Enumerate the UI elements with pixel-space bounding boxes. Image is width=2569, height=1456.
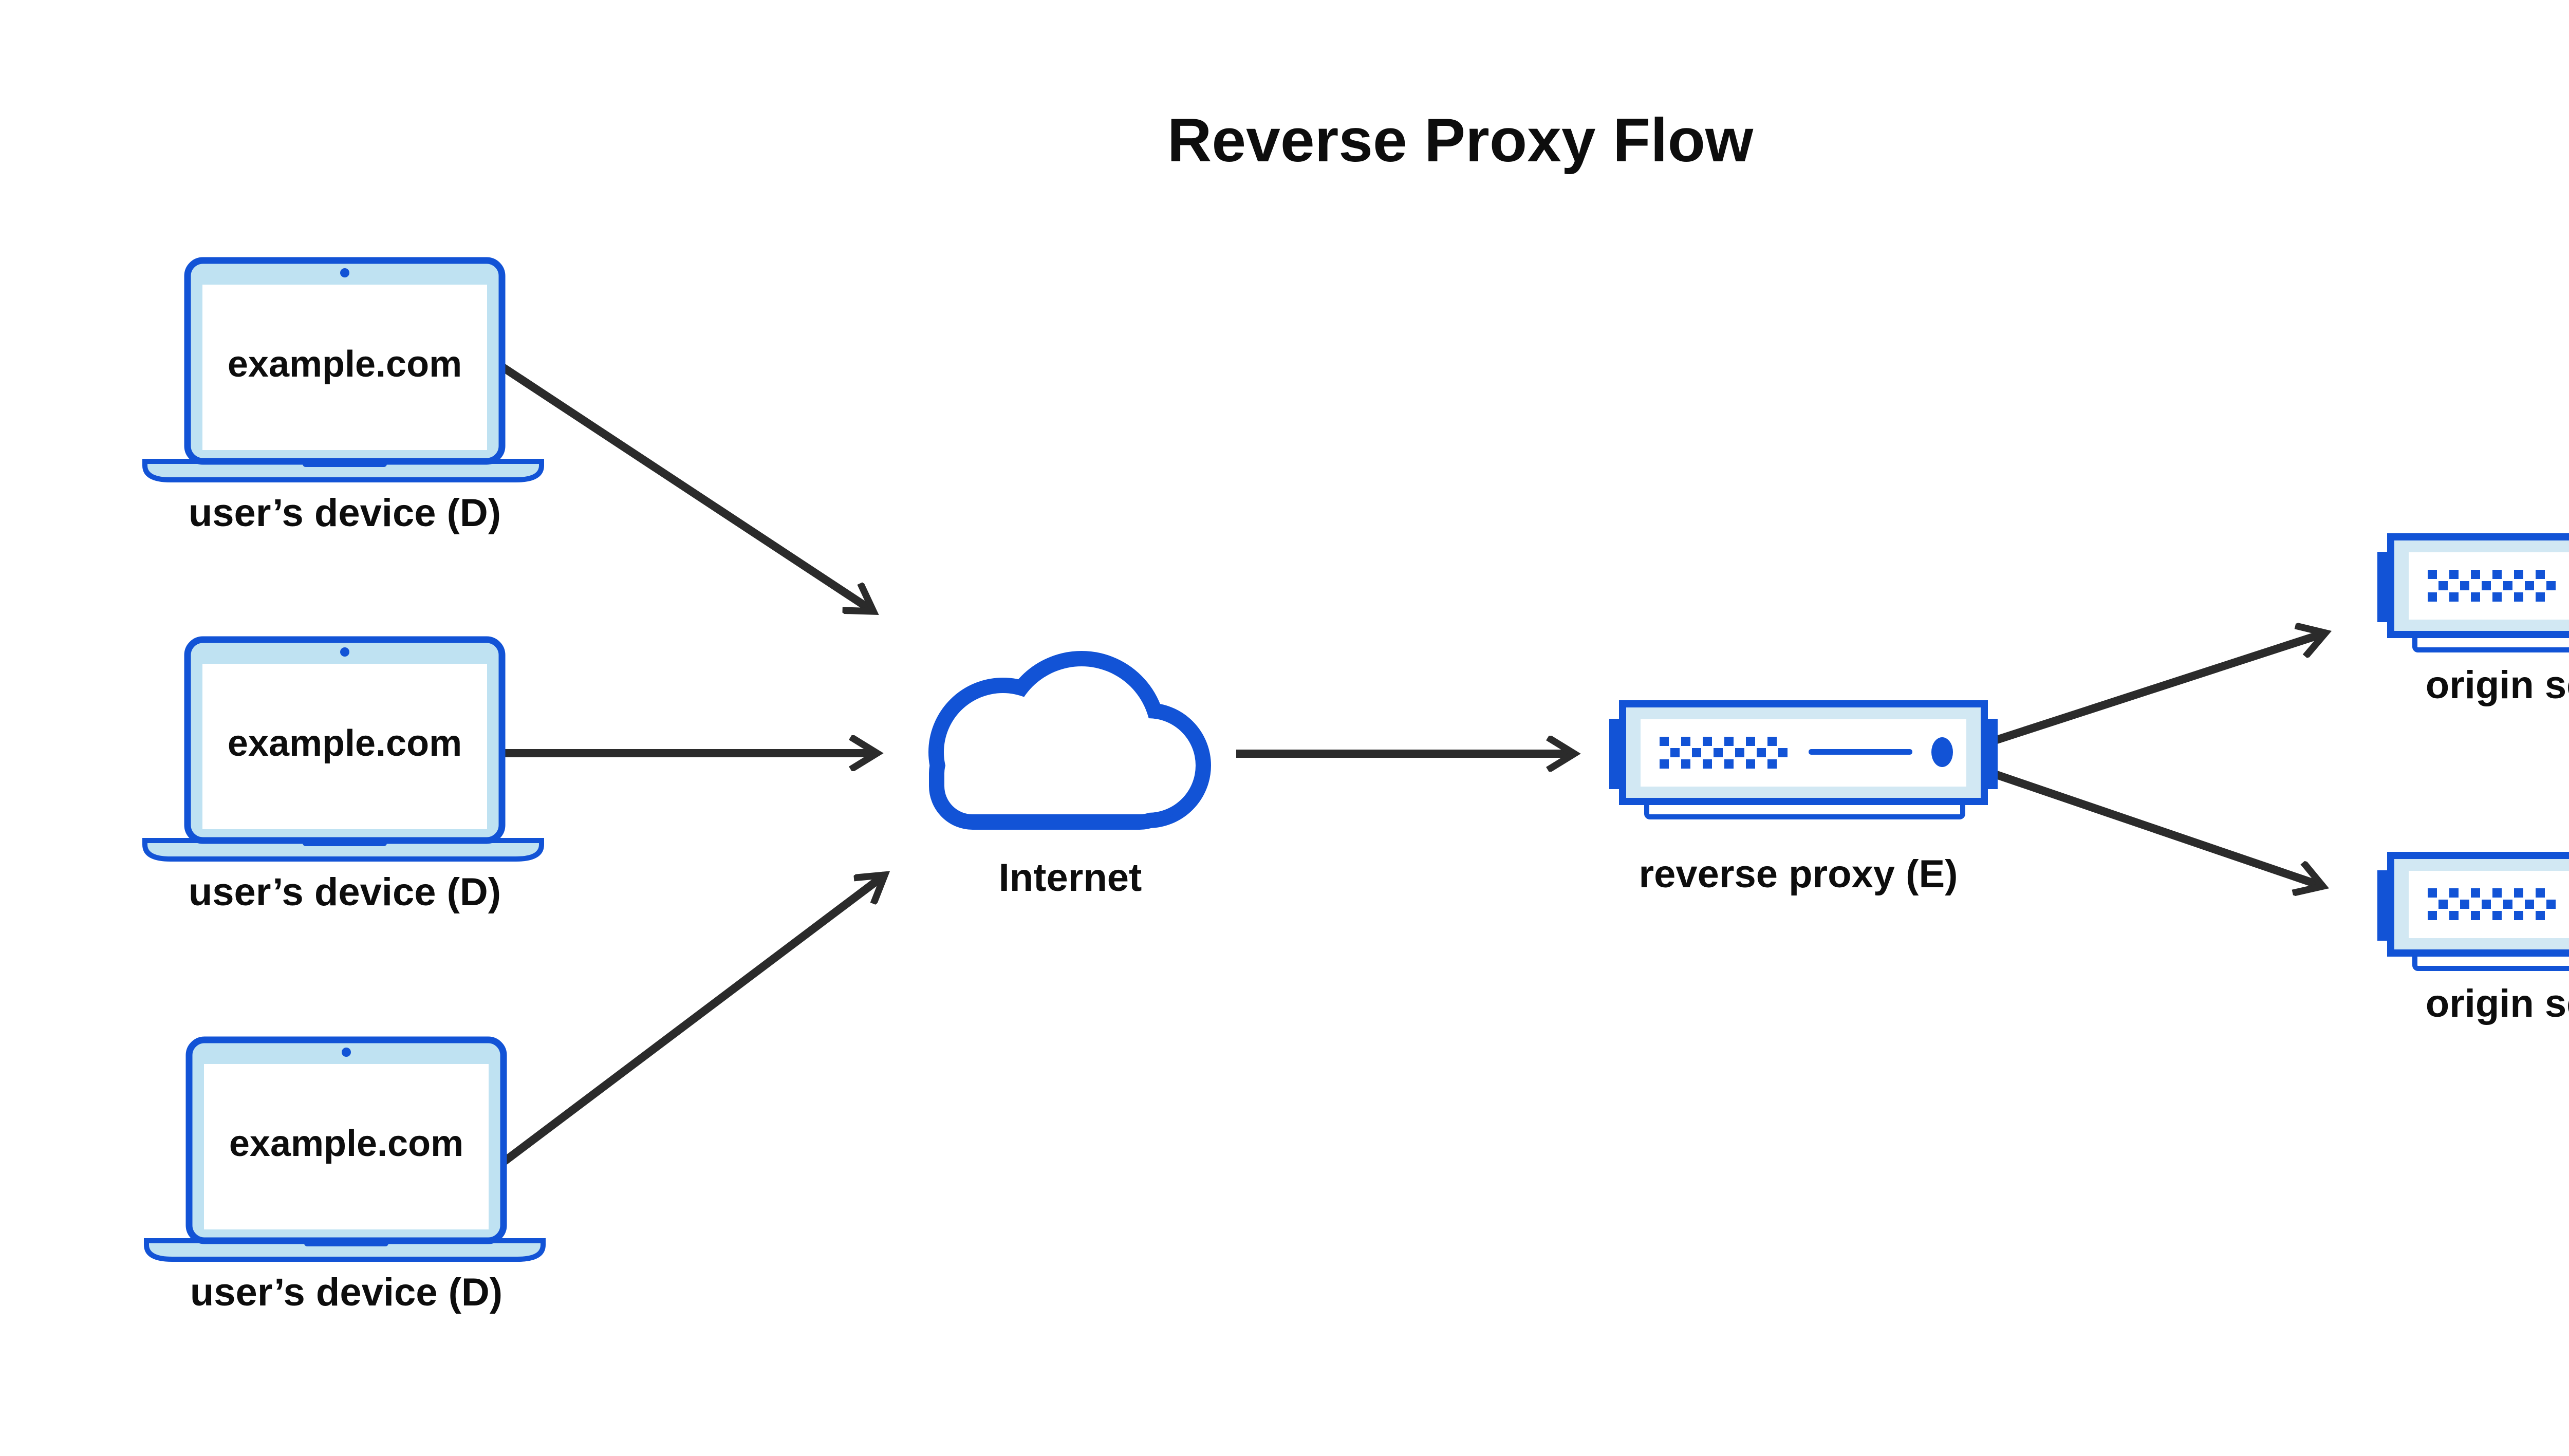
- page-title: Reverse Proxy Flow: [1167, 106, 1754, 175]
- server-icon: [2377, 537, 2569, 650]
- internet-label: Internet: [999, 856, 1142, 900]
- server-icon: [1609, 704, 1998, 817]
- flow-arrows: [499, 364, 2325, 1167]
- origin-server-2-label: origin server (F): [2426, 982, 2569, 1025]
- internet-cloud-icon: [928, 651, 1211, 830]
- device-2-screen-text: example.com: [228, 723, 462, 764]
- arrow-device1-to-internet: [500, 364, 873, 611]
- reverse-proxy-icon: [1609, 704, 1998, 817]
- reverse-proxy-label: reverse proxy (E): [1639, 852, 1958, 896]
- arrow-proxy-to-origin1: [1992, 633, 2325, 745]
- device-3-label: user’s device (D): [190, 1271, 502, 1314]
- device-1-screen-text: example.com: [228, 344, 462, 385]
- arrow-proxy-to-origin2: [1992, 770, 2323, 886]
- device-1-label: user’s device (D): [189, 491, 501, 535]
- origin-server-1-label: origin server (F): [2426, 663, 2569, 707]
- device-3-screen-text: example.com: [229, 1123, 463, 1164]
- arrow-device3-to-internet: [499, 875, 885, 1167]
- origin-server-1-icon: [2377, 537, 2569, 650]
- origin-server-2-icon: [2377, 855, 2569, 968]
- server-icon: [2377, 855, 2569, 968]
- device-2-label: user’s device (D): [189, 870, 501, 914]
